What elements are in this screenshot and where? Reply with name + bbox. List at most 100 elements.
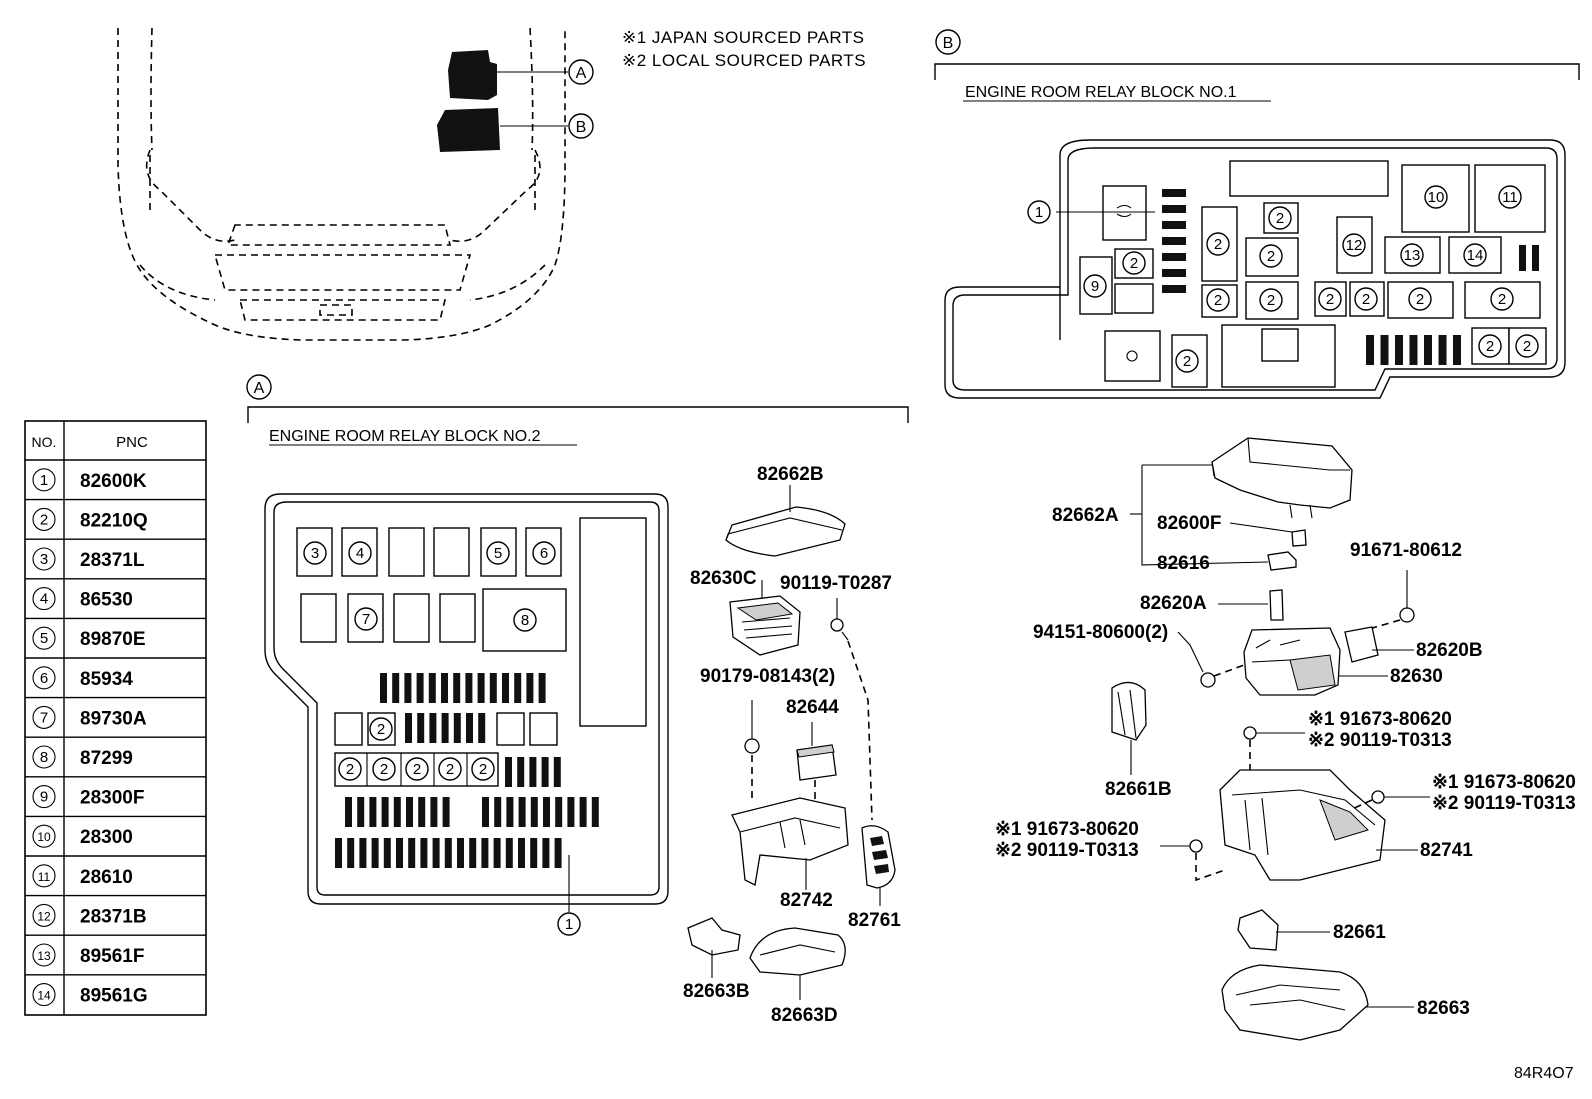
label-82661b: 82661B [1105,779,1172,800]
ref-circle [303,541,327,565]
ref-number: 2 [1416,291,1424,308]
ref-circle [405,757,429,781]
ref-circle [1400,243,1424,267]
table-row-no: 7 [40,709,48,726]
table-row-no: 6 [40,670,48,687]
ref-circle [513,608,537,632]
ref-number: 5 [494,545,502,562]
drawing-code: 84R4O7 [1514,1065,1574,1082]
table-row-no-circle [32,864,56,888]
ref-number: 10 [1428,189,1445,206]
label-82644: 82644 [786,697,839,718]
section-a-marker [246,374,272,400]
table-row-pnc: 85934 [80,669,133,690]
ref-number: 2 [1267,248,1275,265]
ref-number: 11 [1502,189,1518,206]
table-row-no: 13 [37,949,51,963]
label-91671-80612: 91671-80612 [1350,540,1462,561]
ref-number: 2 [380,761,388,778]
label-82661: 82661 [1333,922,1386,943]
ref-circle [372,757,396,781]
table-row-no-circle [32,785,56,809]
label-82630c: 82630C [690,568,757,589]
ref-circle [486,541,510,565]
ref-number: 7 [362,611,370,628]
table-row-pnc: 89730A [80,708,147,729]
label-82616: 82616 [1157,553,1210,574]
ref-number: 2 [1214,236,1222,253]
ref-circle [1342,233,1366,257]
ref-number: 2 [346,761,354,778]
ref-circle [369,717,393,741]
table-row-no-circle [32,547,56,571]
ref-number: 6 [540,545,548,562]
table-row-no: 1 [40,472,48,489]
table-row-pnc: 89561G [80,986,148,1007]
table-row-pnc: 28371B [80,906,147,927]
ref-circle [338,757,362,781]
ref-circle [1206,288,1230,312]
ref-number: 14 [1467,247,1484,264]
table-row-pnc: 28610 [80,867,133,888]
label-82663: 82663 [1417,998,1470,1019]
label-bolt2-local: ※2 90119-T0313 [1432,793,1576,814]
label-bolt3-japan: ※1 91673-80620 [995,819,1139,840]
label-82630: 82630 [1390,666,1443,687]
callout-b-label: B [576,119,587,136]
note-local-sourced: ※2 LOCAL SOURCED PARTS [622,51,866,70]
ref-number: 2 [446,761,454,778]
ref-number: 1 [1035,204,1043,221]
label-90119-t0287: 90119-T0287 [780,573,892,594]
table-header-no: NO. [32,434,57,450]
table-row-no: 5 [40,630,48,647]
ref-number: 2 [1362,291,1370,308]
table-row-pnc: 28371L [80,550,145,571]
table-row-no-circle [32,983,56,1007]
table-row-no: 4 [40,591,48,608]
ref-number: 2 [1523,338,1531,355]
section-b-marker [935,29,961,55]
ref-number: 13 [1404,247,1421,264]
label-bolt1-japan: ※1 91673-80620 [1308,709,1452,730]
ref-circle [1478,334,1502,358]
label-bolt1-local: ※2 90119-T0313 [1308,730,1452,751]
ref-circle [1206,232,1230,256]
block-no1-title: ENGINE ROOM RELAY BLOCK NO.1 [965,84,1237,101]
callout-a-label: A [576,65,587,82]
label-94151-80600: 94151-80600(2) [1033,622,1168,643]
table-row-pnc: 86530 [80,590,133,611]
table-row-no-circle [32,705,56,729]
label-82761: 82761 [848,910,901,931]
ref-circle [354,607,378,631]
table-row-no: 8 [40,749,48,766]
table-row-pnc: 89561F [80,946,144,967]
ref-number: 3 [311,545,319,562]
ref-circle [348,541,372,565]
ref-number: 12 [1346,237,1363,254]
ref-circle [1083,274,1107,298]
ref-circle [1424,185,1448,209]
block-no2-title: ENGINE ROOM RELAY BLOCK NO.2 [269,428,541,445]
ref-circle [1027,200,1051,224]
table-row-no-circle [32,943,56,967]
ref-circle [532,541,556,565]
vehicle-overview: A B [117,27,594,341]
section-b-label: B [943,35,954,52]
ref-circle [1122,251,1146,275]
section-b-parts [1111,437,1430,1041]
table-row-no-circle [32,903,56,927]
table-row-pnc: 89870E [80,629,146,650]
label-90179-08143: 90179-08143(2) [700,666,835,687]
table-header-pnc: PNC [116,434,148,451]
ref-number: 2 [413,761,421,778]
table-row-pnc: 28300 [80,827,133,848]
ref-number: 9 [1091,278,1099,295]
ref-number: 2 [1498,291,1506,308]
label-82663d: 82663D [771,1005,838,1026]
ref-number: 2 [479,761,487,778]
label-bolt3-local: ※2 90119-T0313 [995,840,1139,861]
table-row-no-circle [32,626,56,650]
